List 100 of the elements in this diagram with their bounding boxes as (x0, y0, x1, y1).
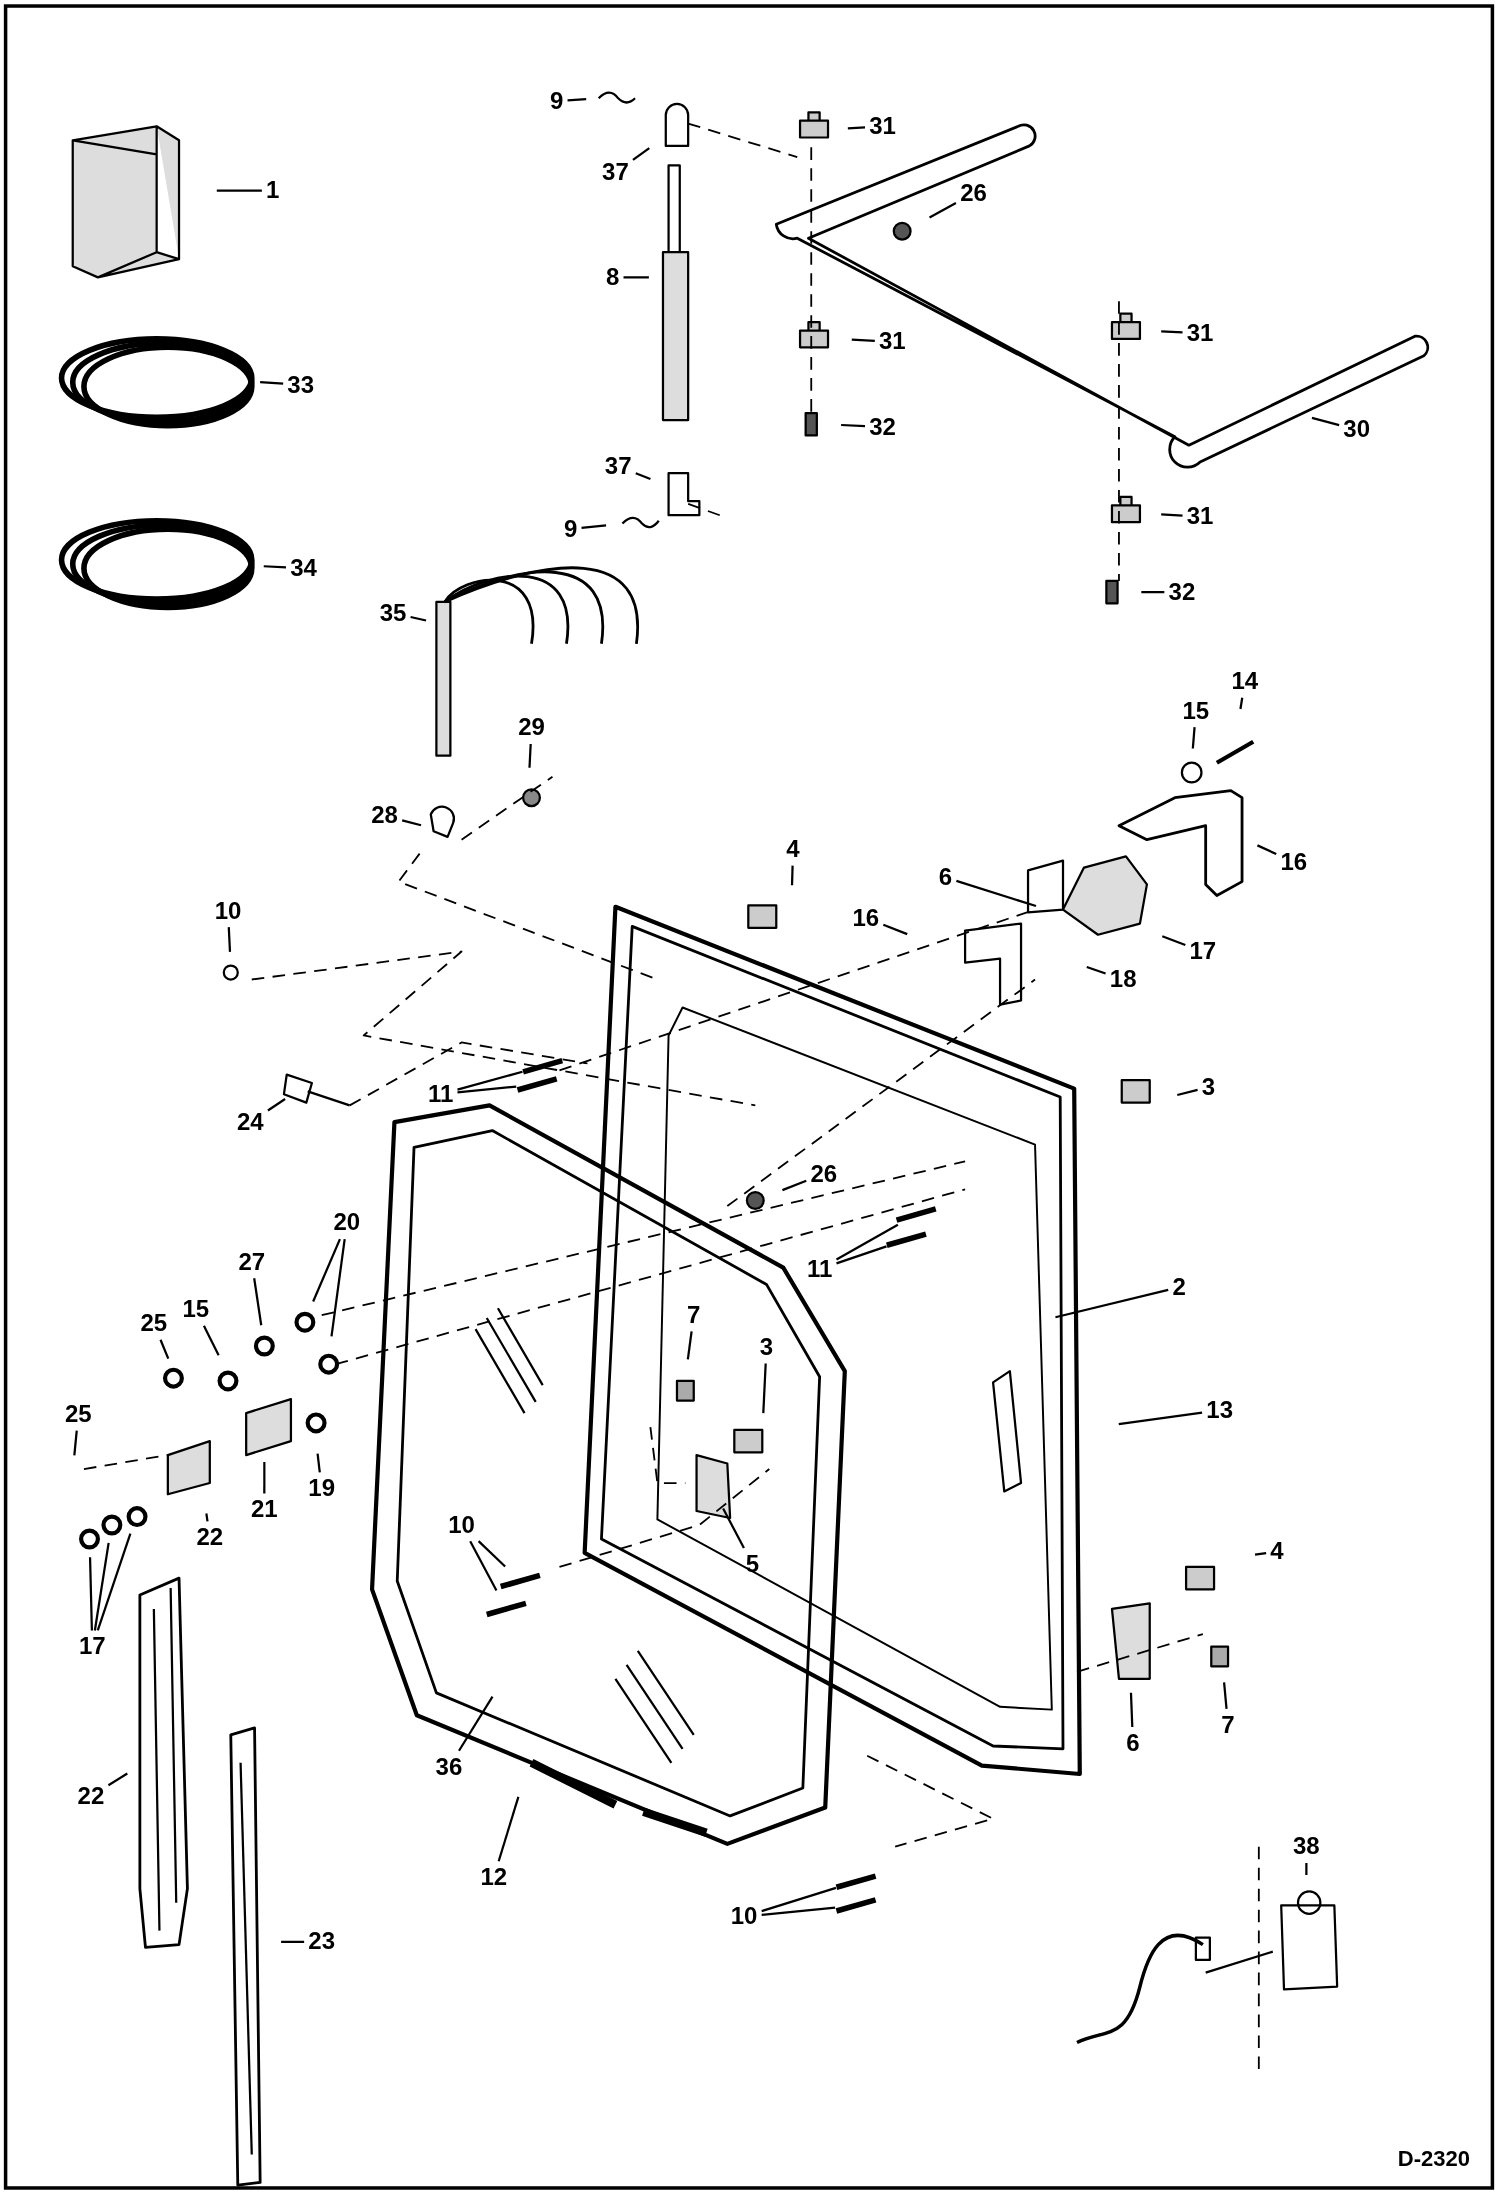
drawing-number: D-2320 (1397, 2146, 1470, 2172)
leader-line (761, 1906, 836, 1916)
callout-number: 13 (1206, 1397, 1233, 1422)
leader-line (956, 879, 1037, 908)
callout-number: 10 (214, 898, 242, 923)
leader-line (260, 380, 284, 385)
callout-number: 15 (182, 1297, 210, 1322)
leader-line (216, 189, 262, 192)
leader-line (762, 1363, 767, 1414)
leader-line (567, 98, 587, 102)
callout-number: 37 (604, 453, 632, 478)
leader-line (882, 923, 908, 936)
callout-number: 31 (869, 113, 896, 138)
callout-number: 4 (786, 837, 800, 861)
leader-line (330, 1238, 346, 1337)
callout-number: 6 (938, 864, 953, 889)
leader-line (93, 1542, 110, 1631)
callout-number: 29 (518, 715, 545, 740)
leader-line (851, 338, 875, 342)
leader-line (477, 1540, 506, 1568)
leader-line (497, 1796, 520, 1862)
callout-number: 14 (1231, 669, 1259, 694)
callout-number: 9 (564, 516, 578, 541)
callout-number: 2 (1172, 1274, 1186, 1299)
leader-line (457, 1070, 523, 1091)
callout-number: 16 (1280, 849, 1308, 874)
leader-line (202, 1325, 220, 1356)
leader-line (73, 1430, 78, 1456)
callout-number: 36 (435, 1754, 463, 1779)
callout-number: 35 (379, 600, 407, 625)
leader-line (267, 1098, 286, 1112)
leader-line (1177, 1088, 1198, 1097)
callout-number: 34 (290, 555, 317, 580)
leader-line (581, 524, 607, 530)
leader-line (458, 1696, 494, 1752)
leader-line (263, 1462, 266, 1494)
leader-line (1256, 844, 1277, 855)
callout-number: 22 (196, 1525, 224, 1550)
leader-line (847, 126, 866, 130)
callout-number: 37 (602, 160, 629, 185)
leader-line (929, 202, 957, 219)
callout-number: 31 (879, 329, 906, 354)
callout-number: 20 (333, 1210, 361, 1235)
callout-number: 30 (1343, 417, 1371, 442)
callout-number: 17 (1189, 939, 1217, 964)
callout-number: 25 (140, 1311, 168, 1336)
leader-line (159, 1339, 170, 1360)
leader-line (401, 819, 422, 827)
leader-line (623, 276, 649, 279)
leader-line (761, 1886, 837, 1913)
leader-line (686, 1331, 693, 1360)
leader-line (107, 1772, 128, 1787)
callout-number: 27 (238, 1249, 266, 1274)
callout-number: 15 (1182, 698, 1210, 723)
callout-number: 32 (1168, 579, 1196, 604)
callout-number: 28 (371, 803, 398, 828)
leader-line (782, 1179, 807, 1192)
leader-line (1305, 1862, 1308, 1875)
leader-line (1239, 697, 1244, 710)
callout-number: 3 (1201, 1074, 1216, 1099)
callout-number: 16 (852, 905, 880, 930)
leader-line (528, 743, 532, 768)
leader-line (457, 1085, 517, 1094)
leader-line (722, 1508, 745, 1549)
leader-line (263, 565, 287, 569)
callout-number: 19 (308, 1476, 336, 1501)
leader-line (1118, 1411, 1203, 1426)
leader-line (836, 1245, 887, 1265)
callout-number: 4 (1270, 1539, 1284, 1564)
leader-line (1129, 1692, 1134, 1728)
leader-line (1161, 935, 1186, 946)
callout-number: 7 (687, 1302, 701, 1327)
leader-line (410, 615, 427, 622)
leader-line (635, 472, 651, 481)
callout-number: 24 (237, 1109, 264, 1134)
callout-number: 33 (287, 372, 315, 397)
leader-line (1311, 416, 1340, 427)
callout-number: 3 (759, 1334, 774, 1359)
callout-number: 31 (1186, 320, 1214, 345)
leader-line (205, 1513, 209, 1522)
leader-line (1254, 1552, 1267, 1556)
leader-line (1086, 965, 1106, 975)
leader-line (790, 865, 794, 886)
leader-line (469, 1540, 498, 1591)
leader-line (312, 1238, 341, 1302)
callout-number: 31 (1186, 504, 1214, 529)
callout-number: 6 (1126, 1730, 1140, 1755)
leader-line (1161, 330, 1183, 334)
callout-number: 32 (869, 414, 896, 439)
leader-line (227, 927, 232, 952)
callout-number: 22 (77, 1783, 105, 1808)
callout-number: 18 (1109, 967, 1137, 992)
leader-line (316, 1453, 321, 1473)
callout-number: 23 (308, 1929, 336, 1954)
callout-number: 17 (78, 1634, 106, 1659)
leader-line (632, 147, 650, 161)
leader-line (96, 1533, 132, 1631)
callout-number: 26 (810, 1161, 838, 1186)
callout-number: 10 (448, 1512, 475, 1537)
callout-number: 11 (806, 1256, 833, 1281)
